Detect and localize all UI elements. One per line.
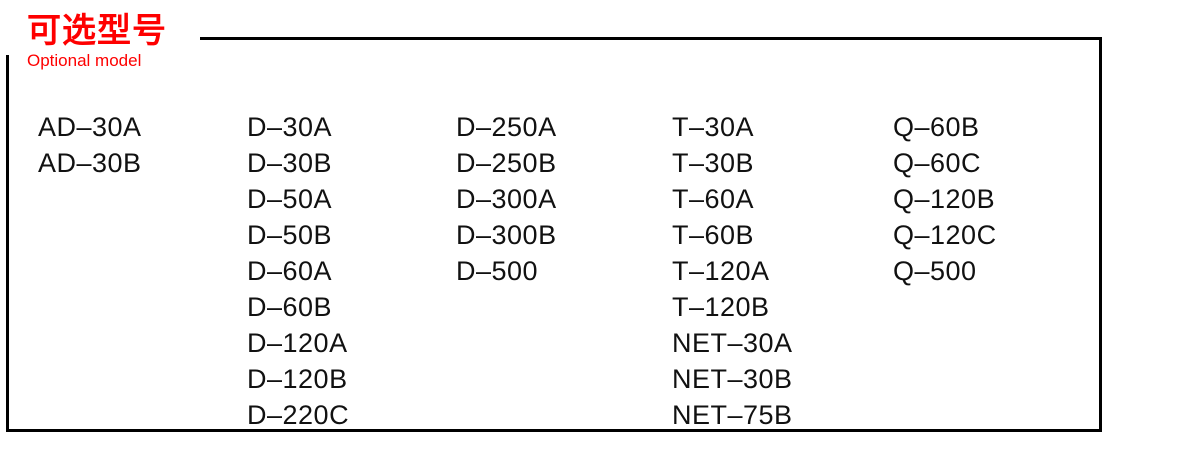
model-item: D–250A <box>456 112 557 142</box>
model-item: T–60B <box>672 220 755 250</box>
model-item: AD–30B <box>38 148 142 178</box>
model-item: Q–60C <box>893 148 982 178</box>
model-item: D–60A <box>247 256 333 286</box>
model-item: D–30A <box>247 112 333 142</box>
model-item: Q–120C <box>893 220 997 250</box>
model-item: D–220C <box>247 400 350 430</box>
model-item: NET–75B <box>672 400 793 430</box>
model-item: NET–30A <box>672 328 793 358</box>
model-columns: AD–30A AD–30B D–30A D–30B D–50A D–50B D–60A D–6… <box>6 37 1102 432</box>
section-title-english: Optional model <box>27 51 142 70</box>
model-column-ad-series: AD–30A AD–30B <box>38 109 142 181</box>
model-item: D–60B <box>247 292 333 322</box>
model-item: D–250B <box>456 148 557 178</box>
section-title-chinese: 可选型号 <box>27 11 167 51</box>
model-item: T–30A <box>672 112 755 142</box>
model-item: AD–30A <box>38 112 142 142</box>
panel-border-bottom <box>6 429 1102 432</box>
model-item: D–500 <box>456 256 539 286</box>
model-item: D–300B <box>456 220 557 250</box>
section-heading: 可选型号 Optional model <box>27 12 167 72</box>
model-item: Q–120B <box>893 184 996 214</box>
panel-border-top <box>200 37 1102 40</box>
panel-border-left <box>6 55 9 432</box>
model-item: T–120A <box>672 256 770 286</box>
model-item: Q–60B <box>893 112 980 142</box>
model-item: T–30B <box>672 148 755 178</box>
model-item: D–30B <box>247 148 333 178</box>
model-column-t-and-net-series: T–30A T–30B T–60A T–60B T–120A T–120B NET–30A N… <box>672 109 793 433</box>
model-item: D–120A <box>247 328 348 358</box>
model-item: D–50B <box>247 220 333 250</box>
model-column-d-series-low: D–30A D–30B D–50A D–50B D–60A D–60B D–120A D–12… <box>247 109 349 433</box>
panel-border-right <box>1099 37 1102 432</box>
model-item: Q–500 <box>893 256 977 286</box>
optional-model-panel: AD–30A AD–30B D–30A D–30B D–50A D–50B D–60A D–6… <box>6 37 1102 432</box>
model-item: NET–30B <box>672 364 793 394</box>
model-item: D–300A <box>456 184 557 214</box>
model-item: D–50A <box>247 184 333 214</box>
model-item: T–120B <box>672 292 770 322</box>
model-item: T–60A <box>672 184 755 214</box>
model-column-q-series: Q–60B Q–60C Q–120B Q–120C Q–500 <box>893 109 997 289</box>
model-item: D–120B <box>247 364 348 394</box>
model-column-d-series-high: D–250A D–250B D–300A D–300B D–500 <box>456 109 557 289</box>
